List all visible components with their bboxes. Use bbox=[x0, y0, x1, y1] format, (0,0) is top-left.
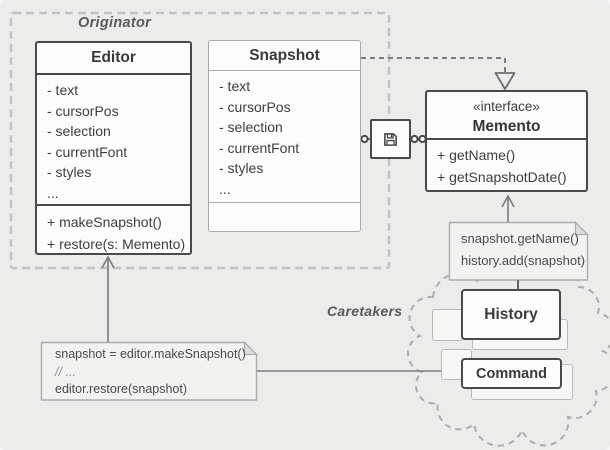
editor-methods-section: + makeSnapshot() + restore(s: Memento) bbox=[37, 204, 190, 255]
caretaker-ghost-box bbox=[432, 309, 463, 341]
realization-dashed-line bbox=[361, 57, 506, 72]
note-line: // ... bbox=[55, 364, 76, 379]
caretakers-dashed-cloud bbox=[407, 258, 610, 447]
field-row: - currentFont bbox=[47, 143, 128, 160]
note-line: snapshot = editor.makeSnapshot() bbox=[55, 347, 246, 361]
editor-note-shape bbox=[40, 341, 258, 401]
up-arrowhead-icon bbox=[501, 194, 515, 208]
editor-class-box: Editor - text - cursorPos - selection - … bbox=[35, 41, 192, 255]
note-line: editor.restore(snapshot) bbox=[55, 382, 188, 397]
method-row: + restore(s: Memento) bbox=[47, 236, 186, 252]
field-row: - selection bbox=[47, 123, 111, 139]
link-ring-icon bbox=[360, 134, 369, 144]
up-arrowhead-icon bbox=[101, 255, 115, 269]
snapshot-class-title: Snapshot bbox=[209, 41, 360, 71]
editor-note: snapshot = editor.makeSnapshot() // ... … bbox=[55, 346, 246, 399]
history-caretaker-box: History bbox=[461, 289, 561, 340]
field-row: - styles bbox=[219, 160, 264, 176]
method-row: + getName() bbox=[437, 147, 516, 163]
field-row: - selection bbox=[219, 119, 283, 135]
field-row: - cursorPos bbox=[47, 102, 119, 119]
method-row: + getSnapshotDate() bbox=[437, 169, 567, 185]
command-title: Command bbox=[476, 365, 547, 382]
floppy-disk-icon bbox=[384, 132, 397, 146]
method-row: + makeSnapshot() bbox=[47, 214, 162, 230]
link-ring-icon bbox=[410, 134, 419, 144]
field-row: - currentFont bbox=[219, 139, 300, 156]
field-row: - styles bbox=[47, 164, 92, 180]
snapshot-save-node bbox=[370, 119, 411, 159]
originator-dashed-boundary bbox=[9, 11, 391, 270]
snapshot-fields-section: - text - cursorPos - selection - current… bbox=[209, 71, 360, 202]
note-fold-corner-icon bbox=[574, 221, 589, 236]
realization-hollow-triangle-icon bbox=[494, 72, 516, 90]
memento-methods-section: + getName() + getSnapshotDate() bbox=[427, 140, 586, 188]
note-fold-corner-icon bbox=[243, 341, 258, 356]
originator-region-label: Originator bbox=[78, 15, 152, 31]
memento-note: snapshot.getName() history.add(snapshot) bbox=[461, 228, 585, 272]
memento-note-shape bbox=[448, 221, 589, 281]
snapshot-class-box: Snapshot - text - cursorPos - selection … bbox=[208, 40, 361, 232]
note-line: snapshot.getName() bbox=[461, 231, 579, 246]
field-row: ... bbox=[47, 184, 59, 201]
memento-header: «interface» Memento bbox=[427, 92, 586, 140]
editor-class-title: Editor bbox=[37, 43, 190, 75]
field-row: - text bbox=[47, 82, 79, 98]
caretakers-region-label: Caretakers bbox=[327, 303, 403, 319]
field-row: ... bbox=[219, 180, 231, 197]
memento-title: Memento bbox=[472, 118, 541, 135]
interface-stereotype: «interface» bbox=[473, 99, 540, 114]
editor-fields-section: - text - cursorPos - selection - current… bbox=[37, 75, 190, 204]
history-title: History bbox=[484, 305, 538, 323]
field-row: - cursorPos bbox=[219, 98, 291, 115]
memento-interface-box: «interface» Memento + getName() + getSna… bbox=[425, 90, 588, 192]
field-row: - text bbox=[219, 78, 251, 94]
note-line: history.add(snapshot) bbox=[461, 253, 586, 268]
snapshot-empty-methods-section bbox=[209, 202, 360, 232]
command-caretaker-box: Command bbox=[461, 358, 562, 389]
